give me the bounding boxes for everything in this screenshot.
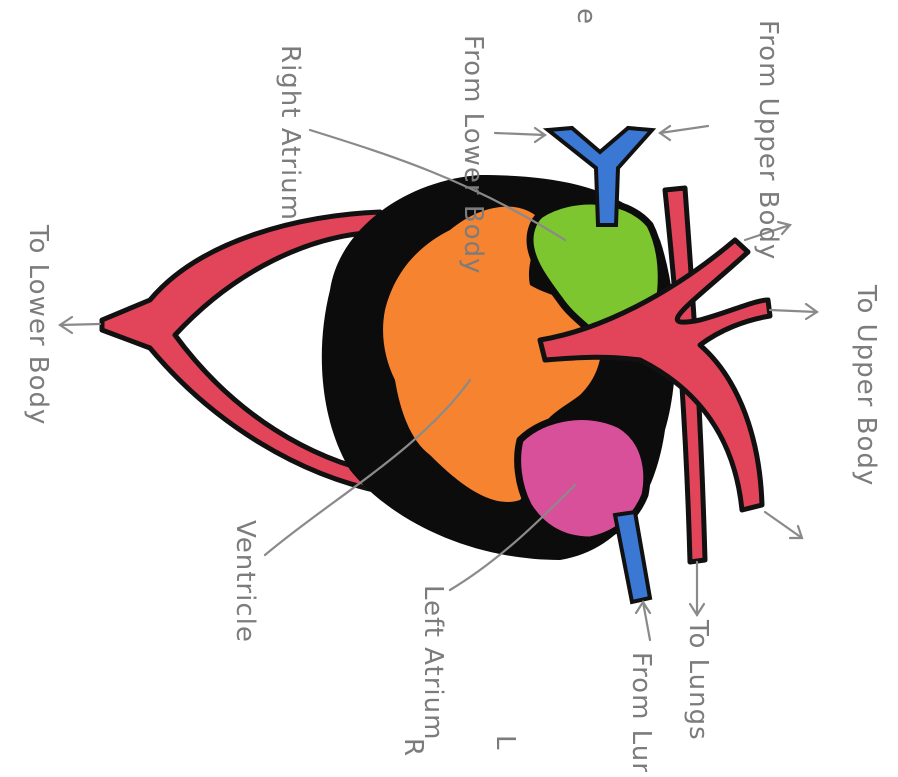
arrow-to-lungs [690,562,704,615]
label-from-upper-body: From Upper Body [753,20,783,260]
label-right-atrium: Right Atrium [275,45,305,221]
arrow-to-upper-body-bottom [765,512,802,538]
label-margin-r: R [398,738,428,757]
arrow-to-upper-body-mid [770,304,817,319]
label-to-lower-body: To Lower Body [23,224,53,425]
arrow-to-lower-body [60,317,100,333]
label-from-lungs: From Lungs [626,652,656,772]
label-to-lungs: To Lungs [683,619,713,741]
label-from-lower-body: From Lower Body [458,35,488,274]
label-corner-e: e [571,8,601,25]
label-ventricle: Ventricle [230,520,260,643]
label-to-upper-body: To Upper Body [851,284,881,486]
arrow-from-upper-body-left [495,128,545,142]
label-left-atrium: Left Atrium [418,585,448,740]
label-margin-l: L [490,735,520,751]
arrow-from-upper-body-right [660,126,708,140]
pulmonary-vein [615,512,650,602]
arrow-from-lungs [636,602,650,640]
